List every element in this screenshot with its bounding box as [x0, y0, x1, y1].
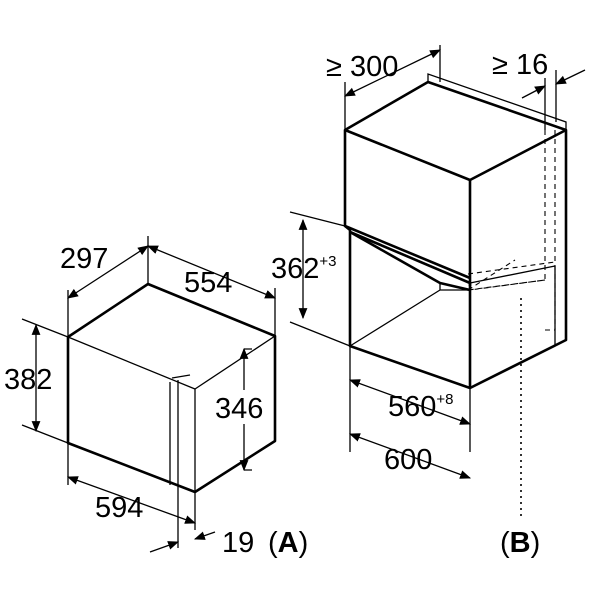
depth-min-label: ≥ 300 [326, 51, 398, 83]
cabinet-width-dim-line [348, 433, 472, 479]
depth-dim-line [67, 245, 149, 299]
niche-b: ≥ 300 ≥ 16 362+3 560+8 600 (B) [271, 45, 586, 559]
width-top-label: 554 [184, 267, 232, 299]
front-height-label: 346 [215, 393, 263, 425]
cabinet-width-label: 600 [384, 444, 432, 476]
gap-min-label: ≥ 16 [492, 49, 548, 81]
depth-label: 297 [60, 243, 108, 275]
height-label: 382 [4, 364, 52, 396]
opening-width-dim-line [348, 379, 472, 425]
cabinet-body [343, 73, 568, 390]
appliance-a: 297 554 382 346 594 19 (A) [4, 236, 308, 559]
opening-width-label: 560+8 [388, 391, 454, 423]
opening-height-label: 362+3 [271, 253, 337, 285]
width-label: 594 [95, 492, 143, 524]
width-top-dim-line [146, 245, 277, 299]
depth-min-dim-line [344, 49, 441, 97]
label-a: (A) [268, 527, 308, 559]
width-dim-line [66, 476, 197, 524]
gap-min-dim-line [521, 85, 546, 99]
panel-label: 19 [222, 527, 254, 559]
label-b: (B) [500, 527, 540, 559]
panel-dim-line [149, 541, 180, 553]
